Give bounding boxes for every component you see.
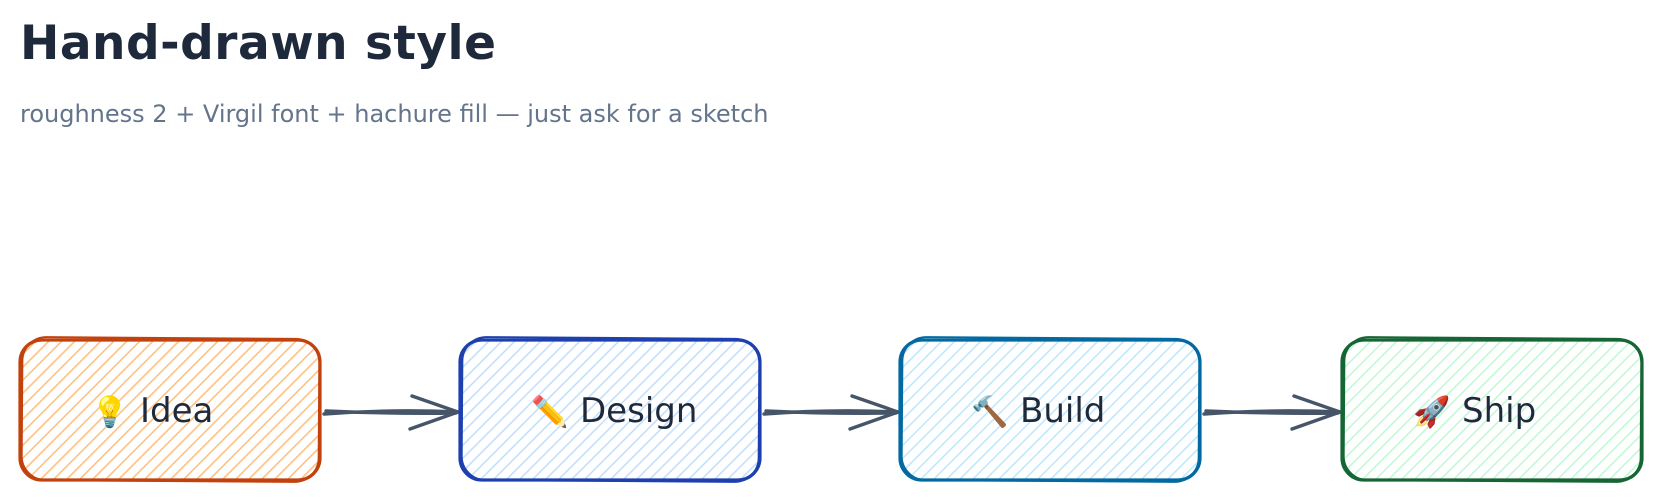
flow-arrow [1202, 394, 1346, 431]
node-label: Idea [140, 391, 213, 431]
node-hachure-fill [900, 340, 1200, 480]
flow-node-ship: 🚀 Ship [1340, 336, 1644, 483]
flow-node-design: ✏️ Design [458, 336, 762, 483]
node-hachure-fill [20, 340, 320, 480]
node-label: Ship [1462, 391, 1536, 431]
hammer-icon: 🔨 [971, 394, 1008, 430]
pencil-icon: ✏️ [531, 393, 568, 430]
node-label: Design [580, 391, 697, 431]
page-title: Hand-drawn style [20, 16, 497, 71]
page-subtitle: roughness 2 + Virgil font + hachure fill… [20, 100, 769, 128]
node-label: Build [1020, 391, 1105, 431]
flow-arrow [322, 394, 464, 431]
lightbulb-icon: 💡 [91, 394, 128, 430]
flow-node-idea: 💡 Idea [18, 336, 322, 483]
rocket-icon: 🚀 [1413, 394, 1450, 430]
flow-node-build: 🔨 Build [898, 336, 1202, 483]
flow-arrow [762, 394, 904, 431]
node-hachure-fill [460, 340, 760, 480]
